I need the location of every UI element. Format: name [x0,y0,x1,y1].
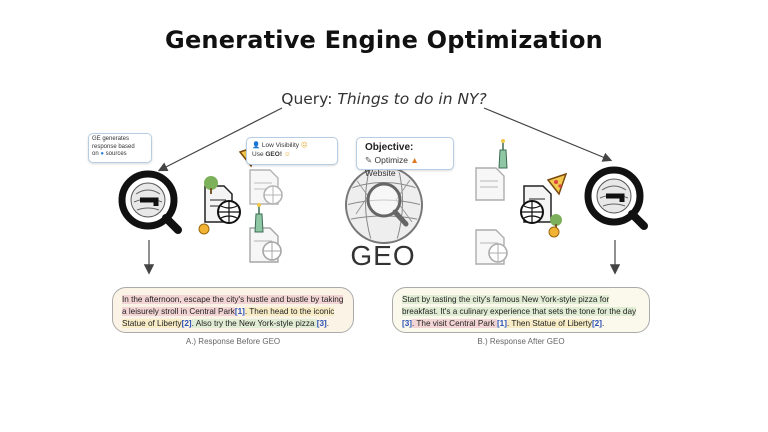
search-engine-icon-right [584,166,648,230]
document-web-icon-2 [249,169,283,205]
arrow-to-left-engine [157,107,283,172]
tree-icon-right [550,214,562,229]
objective-website-text: Website [365,168,396,178]
after-citation-2: [1] [496,319,507,328]
objective-optimize-text: Optimize [374,155,409,165]
after-segment-4: . [601,319,605,328]
query-text: Things to do in NY? [337,90,487,108]
caption-after: B.) Response After GEO [477,337,565,346]
after-citation-3: [2] [591,319,602,328]
coin-icon-right [548,226,560,238]
response-after-box: Start by tasting the city's famous New Y… [392,287,650,333]
ge-callout-on: on [92,151,99,158]
statue-of-liberty-icon-left [254,203,264,233]
low-visibility-callout: 👤 Low Visibility ☹ Use GEO! ☺ [246,137,338,165]
geo-label: GEO [350,240,416,271]
document-web-icon-1 [204,185,241,224]
ge-callout-line1: GE generates [92,136,130,142]
caption-before: A.) Response Before GEO [185,337,281,346]
geo-exclaim-text: GEO! [265,151,282,158]
document-web-icon-6 [475,229,508,265]
smile-face-icon: ☺ [283,151,291,158]
use-geo-line: Use GEO! ☺ [252,150,332,159]
before-segment-3: . Also try the New York-style pizza [191,319,317,328]
tree-icon [204,176,218,194]
ge-response-callout: GE generates response based on ● sources [88,133,152,163]
before-segment-4: . [326,319,330,328]
before-citation-1: [1] [234,307,245,316]
statue-of-liberty-icon-right [498,139,508,169]
document-web-icon-4 [475,167,505,201]
after-segment-2: . The visit Central Park [412,319,497,328]
source-icon: ● [100,151,104,158]
pencil-icon: ✎ [365,155,373,165]
flame-icon: ▲ [410,155,419,165]
user-icon: 👤 [252,142,261,149]
search-engine-icon-left [118,170,182,234]
sad-face-icon: ☹ [300,142,308,149]
ge-callout-sources: sources [105,151,127,158]
before-citation-3: [3] [316,319,327,328]
objective-title: Objective: [365,142,414,153]
objective-callout: Objective: ✎ Optimize ▲ Website [356,137,454,178]
document-web-icon-5 [520,185,552,224]
geo-globe-icon [345,166,423,244]
ge-callout-line2: response based [92,143,135,150]
arrow-to-right-engine [483,107,613,162]
use-text: Use [252,151,264,158]
after-citation-1: [3] [402,319,413,328]
objective-line: ✎ Optimize ▲ Website [365,154,445,180]
pizza-icon-right [546,172,568,196]
ge-callout-line3: on ● sources [92,151,148,159]
response-before-box: In the afternoon, escape the city's hust… [112,287,354,333]
document-web-icon-3 [249,227,282,263]
page-title: Generative Engine Optimization [165,26,603,54]
before-citation-2: [2] [181,319,192,328]
coin-icon [198,223,210,235]
query-line: Query: Things to do in NY? [0,90,768,108]
after-segment-3: . Then Statue of Liberty [506,319,592,328]
query-label: Query: [281,90,333,108]
low-visibility-text: Low Visibility [261,142,299,149]
low-visibility-line: 👤 Low Visibility ☹ [252,141,332,150]
after-segment-1: Start by tasting the city's famous New Y… [402,295,637,316]
